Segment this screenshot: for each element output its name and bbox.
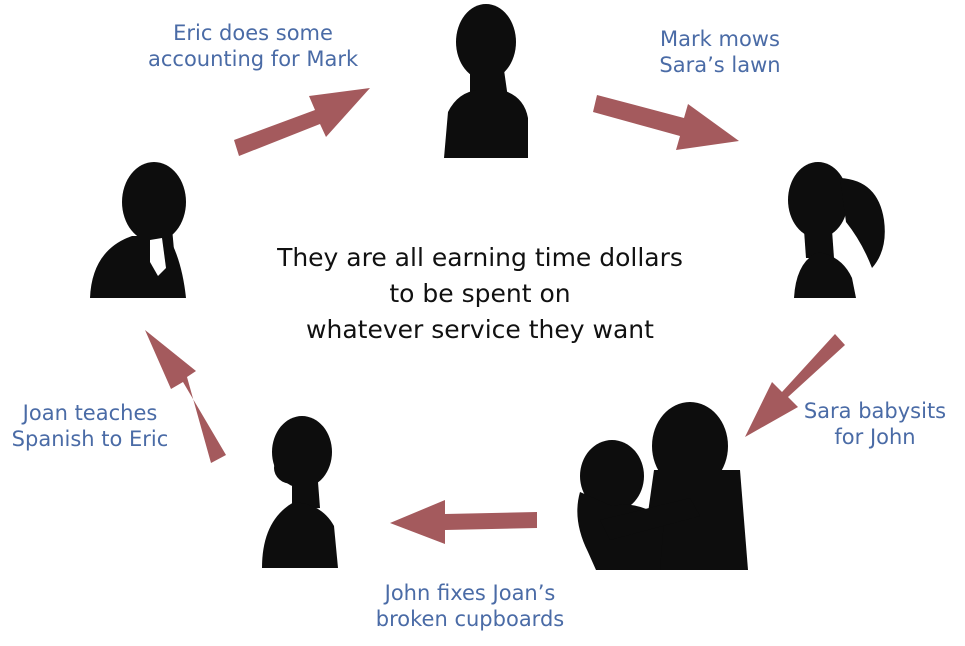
label-mark-to-sara-line2: Sara’s lawn	[659, 53, 781, 77]
man-suit-silhouette-icon	[90, 162, 186, 298]
center-caption-line1: They are all earning time dollars	[277, 243, 683, 272]
arrow-john-to-joan	[390, 500, 537, 544]
label-eric-to-mark-line2: accounting for Mark	[148, 47, 359, 71]
label-joan-to-eric-line1: Joan teaches	[22, 401, 158, 425]
label-sara-to-john: Sara babysits for John	[790, 398, 960, 450]
parent-child-silhouette-icon	[577, 402, 748, 570]
label-john-to-joan-line1: John fixes Joan’s	[384, 581, 556, 605]
center-caption: They are all earning time dollars to be …	[230, 240, 730, 348]
label-sara-to-john-line2: for John	[834, 425, 916, 449]
arrow-sara-to-john	[745, 334, 845, 437]
woman-bun-silhouette-icon	[262, 416, 338, 568]
center-caption-line2: to be spent on	[389, 279, 571, 308]
label-mark-to-sara: Mark mows Sara’s lawn	[630, 26, 810, 78]
label-eric-to-mark-line1: Eric does some	[173, 21, 333, 45]
label-joan-to-eric-line2: Spanish to Eric	[11, 427, 169, 451]
arrows	[145, 88, 845, 544]
arrow-eric-to-mark	[234, 88, 370, 156]
arrow-joan-to-eric	[145, 330, 226, 463]
label-eric-to-mark: Eric does some accounting for Mark	[148, 20, 358, 72]
label-sara-to-john-line1: Sara babysits	[803, 399, 947, 423]
arrow-mark-to-sara	[593, 95, 739, 150]
woman-ponytail-silhouette-icon	[788, 162, 885, 298]
label-mark-to-sara-line1: Mark mows	[660, 27, 780, 51]
label-joan-to-eric: Joan teaches Spanish to Eric	[0, 400, 180, 452]
man-silhouette-icon	[444, 4, 528, 158]
label-john-to-joan: John fixes Joan’s broken cupboards	[350, 580, 590, 632]
shirt-collar-detail	[150, 238, 166, 276]
label-john-to-joan-line2: broken cupboards	[375, 607, 565, 631]
center-caption-line3: whatever service they want	[306, 315, 654, 344]
